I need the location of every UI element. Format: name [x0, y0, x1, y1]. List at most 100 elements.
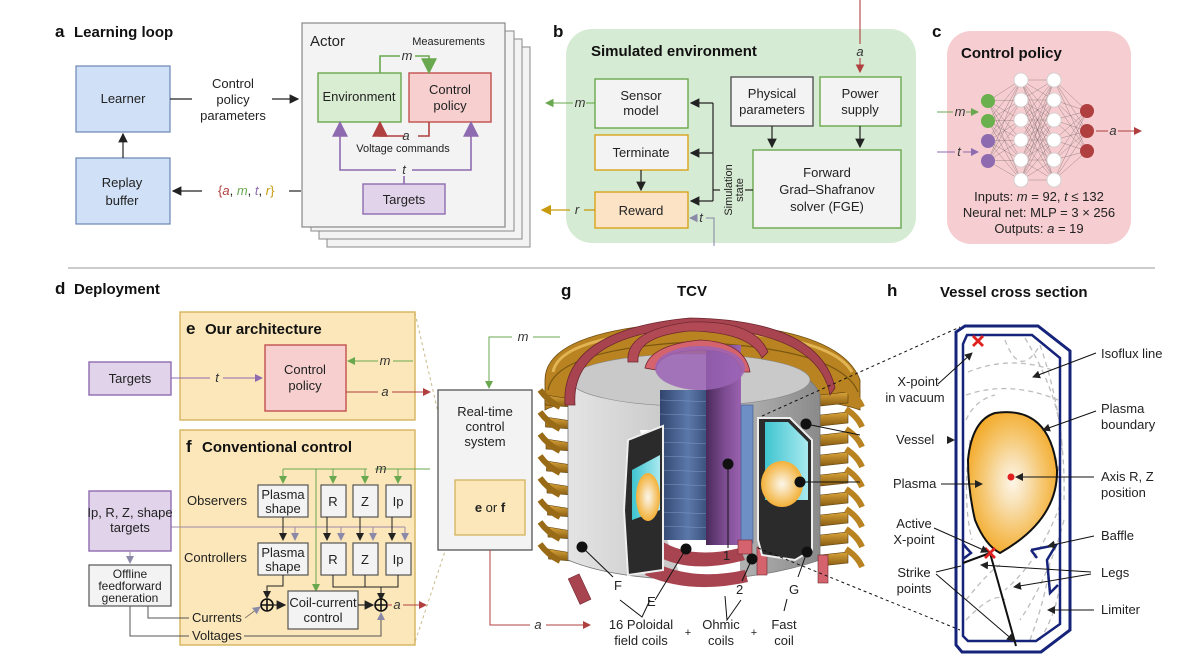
baffle-label: Baffle: [1101, 528, 1134, 543]
ohmic-label-2: coils: [708, 633, 735, 648]
currents-line: [147, 606, 189, 619]
voltages-line: [129, 606, 189, 637]
fast-label-1: Fast: [771, 617, 797, 632]
poloidal-label-2: field coils: [614, 633, 668, 648]
plus-2: +: [751, 627, 757, 639]
nn-edge: [1053, 79, 1088, 112]
left-coil-band: [537, 520, 562, 542]
axis-label-2: position: [1101, 485, 1146, 500]
fge-box: [752, 149, 902, 229]
right-coil-band: [844, 526, 865, 549]
ctrl-merge-lines: [332, 575, 399, 588]
left-coil-band: [537, 432, 562, 454]
panel-f-letter: f: [186, 437, 192, 456]
actor-t-label: t: [402, 162, 407, 177]
t-label-bg: [396, 164, 412, 176]
offline-label-1: Offline: [113, 567, 148, 581]
vessel-outline: [954, 324, 1072, 654]
z-observer: [352, 484, 379, 518]
plasma-label: Plasma: [893, 476, 937, 491]
panel-g: g TCV: [537, 281, 961, 648]
net-line: Neural net: MLP = 3 × 256: [963, 205, 1115, 220]
params-label-3: parameters: [200, 108, 266, 123]
e-or-f-label: e or f: [475, 500, 506, 515]
leader-2: [741, 558, 753, 582]
legs-arrow-1: [980, 561, 1092, 573]
nn-edge: [1020, 79, 1055, 141]
replay-label-2: buffer: [105, 193, 139, 208]
label-F: F: [614, 578, 622, 593]
right-coil-band: [844, 546, 865, 569]
right-coil-segment: [819, 531, 849, 547]
xpoint-vac-arrow: [937, 352, 973, 385]
right-coil-band: [844, 466, 865, 489]
d-t-label: t: [215, 370, 220, 385]
panel-b: b Simulated environment a Sensor model T…: [540, 0, 916, 246]
b-a-bg: [853, 44, 867, 58]
right-coil-segment: [819, 431, 849, 447]
hidden2-node: [1046, 152, 1062, 168]
isoflux-line: [1024, 337, 1063, 451]
bottom-red-ring-1: [655, 540, 745, 567]
panel-f-title: Conventional control: [202, 439, 352, 456]
vessel-cross-section-title: Vessel cross section: [940, 284, 1088, 301]
fge-label-1: Forward: [803, 165, 851, 180]
active-x-label-2: X-point: [893, 532, 935, 547]
isoflux-line: [1029, 564, 1051, 641]
panel-e-title: Our architecture: [205, 321, 322, 338]
nn-edge: [987, 79, 1022, 142]
hidden2-node: [1046, 92, 1062, 108]
leader-E: [654, 548, 687, 601]
right-coil-segment: [819, 411, 849, 427]
leader-G-label: [783, 598, 788, 612]
right-port-plasma: [761, 461, 803, 507]
t-in-line: [706, 217, 715, 246]
limiter-outline: [961, 333, 1062, 643]
left-port-plasma: [636, 473, 660, 521]
nn-edge: [987, 119, 1022, 162]
reward-label: Reward: [619, 203, 664, 218]
actor-m-label: m: [402, 48, 413, 63]
e-a-label: a: [381, 384, 388, 399]
strike-arrow-2: [935, 573, 1015, 642]
r-ctrl-label: R: [328, 552, 337, 567]
offline-label-3: generation: [102, 591, 159, 605]
fge-label-3: solver (FGE): [790, 199, 864, 214]
e-or-f-box: [454, 479, 526, 536]
right-coil-segment: [819, 511, 849, 527]
active-xpoint-arrow: [933, 527, 989, 553]
panel-h-letter: h: [887, 281, 897, 300]
target-arrow-env: [332, 120, 405, 184]
plasma-shape: [966, 411, 1059, 555]
tuple-label: {a, m, t, r}: [218, 183, 275, 198]
boundary-label-1: Plasma: [1101, 401, 1145, 416]
rt-label-2: control: [465, 419, 504, 434]
neural-network: [981, 72, 1094, 188]
plasma-shape-obs-label-2: shape: [265, 501, 300, 516]
panel-a: a Learning loop Learner Replay buffer Co…: [55, 22, 531, 248]
baffle-tip: [1030, 549, 1038, 559]
baffle-arrow: [1047, 535, 1095, 549]
terminate-box: [594, 134, 689, 171]
right-coil-band: [844, 386, 865, 409]
z-obs-label: Z: [361, 494, 369, 509]
terminate-label: Terminate: [612, 145, 669, 160]
label-1: 1: [723, 548, 730, 563]
coil-current-label-2: control: [303, 610, 342, 625]
b-m-label: m: [575, 95, 586, 110]
plasma-ctrl-to-sum: [263, 575, 284, 599]
ohmic-top: [655, 346, 745, 390]
environment-label: Environment: [323, 89, 396, 104]
left-coil-band: [537, 476, 562, 498]
plus-1: +: [685, 627, 691, 639]
isoflux-line: [965, 387, 1059, 401]
controllers-label: Controllers: [184, 550, 247, 565]
rt-label-1: Real-time: [457, 404, 513, 419]
currents-arrow: [244, 606, 261, 619]
hidden2-node: [1046, 72, 1062, 88]
hidden2-node: [1046, 112, 1062, 128]
b-t-label: t: [699, 210, 704, 225]
learner-box: [75, 65, 171, 133]
d-targets-box: [88, 361, 172, 396]
bottom-red-ring-2: [645, 560, 748, 588]
